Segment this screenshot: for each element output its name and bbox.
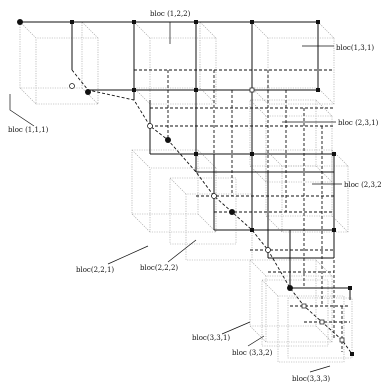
block-cubes bbox=[20, 22, 352, 362]
node bbox=[194, 88, 198, 92]
leader-2-2-1 bbox=[108, 246, 148, 264]
node bbox=[132, 88, 136, 92]
node bbox=[17, 19, 23, 25]
node bbox=[302, 304, 306, 308]
node bbox=[148, 124, 153, 129]
node bbox=[350, 352, 354, 356]
label-bloc-1-1-1: bloc (1,1,1) bbox=[8, 126, 49, 134]
leader-2-2-2 bbox=[168, 240, 196, 262]
node bbox=[70, 20, 74, 24]
node bbox=[316, 20, 320, 24]
cube-2-3-2 bbox=[266, 150, 348, 232]
cube-3-3-2 bbox=[262, 280, 344, 362]
cube-1-3-1 bbox=[252, 22, 334, 104]
node bbox=[332, 228, 336, 232]
label-bloc-2-3-1: bloc (2,3,1) bbox=[338, 119, 379, 127]
node bbox=[266, 248, 271, 253]
leader-3-3-1 bbox=[222, 322, 250, 334]
node bbox=[250, 152, 254, 156]
cube-2-3-1 bbox=[250, 100, 332, 182]
node bbox=[340, 338, 344, 342]
label-bloc-2-2-1: bloc(2,2,1) bbox=[76, 266, 114, 274]
node bbox=[316, 88, 320, 92]
label-bloc-2-3-2: bloc (2,3,2 bbox=[344, 181, 382, 189]
cube-2-2-1 bbox=[132, 150, 216, 232]
node bbox=[287, 285, 293, 291]
node bbox=[320, 320, 324, 324]
leader-3-3-2 bbox=[248, 336, 264, 346]
node bbox=[250, 20, 254, 24]
node bbox=[332, 152, 336, 156]
label-bloc-3-3-1: bloc(3,3,1) bbox=[192, 334, 230, 342]
leader-3-3-3 bbox=[310, 366, 330, 372]
block-labels: bloc (1,2,2) bloc(1,3,1) bloc (1,1,1) bl… bbox=[8, 10, 382, 383]
cube-2-2-2 bbox=[170, 178, 252, 260]
node bbox=[250, 228, 254, 232]
label-bloc-3-3-3: bloc(3,3,3) bbox=[292, 375, 330, 383]
cube-1-2-2 bbox=[134, 22, 216, 104]
node bbox=[194, 20, 198, 24]
node bbox=[250, 88, 254, 92]
node bbox=[229, 209, 235, 215]
leader-lines bbox=[10, 22, 342, 372]
dashed-grid bbox=[72, 70, 352, 354]
label-bloc-1-2-2: bloc (1,2,2) bbox=[150, 10, 191, 18]
label-bloc-2-2-2: bloc(2,2,2) bbox=[140, 264, 178, 272]
label-bloc-3-3-2: bloc (3,3,2) bbox=[232, 349, 273, 357]
node bbox=[165, 137, 171, 143]
node bbox=[132, 20, 136, 24]
node bbox=[70, 84, 75, 89]
node bbox=[194, 152, 198, 156]
node bbox=[85, 89, 91, 95]
node bbox=[348, 286, 352, 290]
node bbox=[212, 194, 217, 199]
label-bloc-1-3-1: bloc(1,3,1) bbox=[336, 44, 374, 52]
solid-grid bbox=[20, 22, 350, 300]
